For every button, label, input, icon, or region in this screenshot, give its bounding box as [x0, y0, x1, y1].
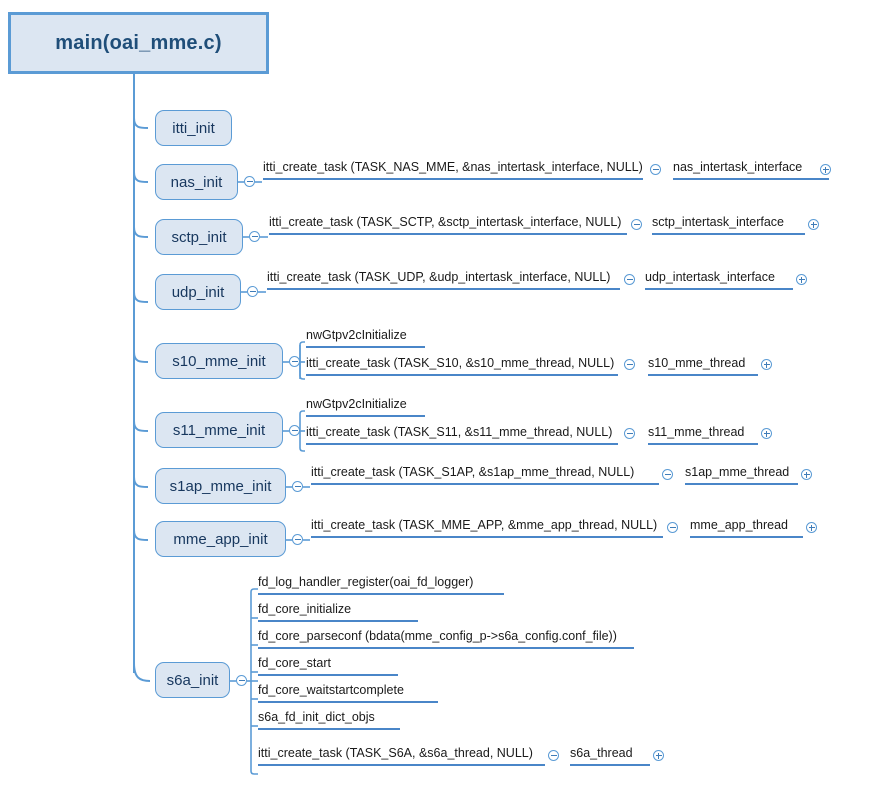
expand-toggle-udp-interface[interactable]: [796, 274, 807, 285]
collapse-toggle-s1ap-init[interactable]: [292, 481, 303, 492]
expand-toggle-sctp-interface[interactable]: [808, 219, 819, 230]
expand-toggle-s1ap-thread[interactable]: [801, 469, 812, 480]
leaf-s6a-fd-init-dict-objs[interactable]: s6a_fd_init_dict_objs: [258, 710, 400, 730]
leaf-s6a-fd-core-parseconf[interactable]: fd_core_parseconf (bdata(mme_config_p->s…: [258, 629, 634, 649]
node-label: nas_init: [170, 173, 223, 191]
node-s6a-init[interactable]: s6a_init: [155, 662, 230, 698]
node-mme-app-init[interactable]: mme_app_init: [155, 521, 286, 557]
collapse-toggle-s10-task[interactable]: [624, 359, 635, 370]
expand-toggle-s11-thread[interactable]: [761, 428, 772, 439]
collapse-toggle-s10-init[interactable]: [289, 356, 300, 367]
root-node-label: main(oai_mme.c): [55, 31, 222, 54]
node-label: itti_init: [172, 119, 215, 137]
collapse-toggle-s6a-init[interactable]: [236, 675, 247, 686]
leaf-udp-intertask-interface[interactable]: udp_intertask_interface: [645, 270, 793, 290]
collapse-toggle-mme-app-task[interactable]: [667, 522, 678, 533]
leaf-s1ap-create-task[interactable]: itti_create_task (TASK_S1AP, &s1ap_mme_t…: [311, 465, 659, 485]
node-sctp-init[interactable]: sctp_init: [155, 219, 243, 255]
leaf-s6a-thread[interactable]: s6a_thread: [570, 746, 650, 766]
collapse-toggle-nas-init[interactable]: [244, 176, 255, 187]
collapse-toggle-sctp-init[interactable]: [249, 231, 260, 242]
collapse-toggle-nas-task[interactable]: [650, 164, 661, 175]
leaf-nas-create-task[interactable]: itti_create_task (TASK_NAS_MME, &nas_int…: [263, 160, 643, 180]
leaf-s1ap-mme-thread[interactable]: s1ap_mme_thread: [685, 465, 798, 485]
leaf-nas-intertask-interface[interactable]: nas_intertask_interface: [673, 160, 829, 180]
node-label: mme_app_init: [173, 530, 268, 548]
collapse-toggle-udp-task[interactable]: [624, 274, 635, 285]
leaf-s6a-create-task[interactable]: itti_create_task (TASK_S6A, &s6a_thread,…: [258, 746, 545, 766]
expand-toggle-s10-thread[interactable]: [761, 359, 772, 370]
leaf-udp-create-task[interactable]: itti_create_task (TASK_UDP, &udp_interta…: [267, 270, 620, 290]
leaf-s6a-fd-core-initialize[interactable]: fd_core_initialize: [258, 602, 418, 622]
collapse-toggle-s11-task[interactable]: [624, 428, 635, 439]
root-node[interactable]: main(oai_mme.c): [8, 12, 269, 74]
node-udp-init[interactable]: udp_init: [155, 274, 241, 310]
leaf-s10-mme-thread[interactable]: s10_mme_thread: [648, 356, 758, 376]
collapse-toggle-s6a-task[interactable]: [548, 750, 559, 761]
collapse-toggle-sctp-task[interactable]: [631, 219, 642, 230]
leaf-s11-mme-thread[interactable]: s11_mme_thread: [648, 425, 758, 445]
expand-toggle-nas-interface[interactable]: [820, 164, 831, 175]
leaf-sctp-intertask-interface[interactable]: sctp_intertask_interface: [652, 215, 805, 235]
node-label: s11_mme_init: [172, 421, 266, 439]
node-itti-init[interactable]: itti_init: [155, 110, 232, 146]
node-label: s10_mme_init: [172, 352, 266, 370]
leaf-sctp-create-task[interactable]: itti_create_task (TASK_SCTP, &sctp_inter…: [269, 215, 627, 235]
node-label: udp_init: [171, 283, 225, 301]
leaf-s6a-fd-core-waitstartcomplete[interactable]: fd_core_waitstartcomplete: [258, 683, 438, 703]
leaf-s11-create-task[interactable]: itti_create_task (TASK_S11, &s11_mme_thr…: [306, 425, 618, 445]
expand-toggle-mme-app-thread[interactable]: [806, 522, 817, 533]
node-s10-mme-init[interactable]: s10_mme_init: [155, 343, 283, 379]
expand-toggle-s6a-thread[interactable]: [653, 750, 664, 761]
collapse-toggle-s11-init[interactable]: [289, 425, 300, 436]
leaf-mme-app-create-task[interactable]: itti_create_task (TASK_MME_APP, &mme_app…: [311, 518, 663, 538]
leaf-s10-create-task[interactable]: itti_create_task (TASK_S10, &s10_mme_thr…: [306, 356, 618, 376]
node-label: sctp_init: [171, 228, 227, 246]
node-label: s6a_init: [166, 671, 219, 689]
leaf-mme-app-thread[interactable]: mme_app_thread: [690, 518, 803, 538]
leaf-s10-nwgtpv2c-initialize[interactable]: nwGtpv2cInitialize: [306, 328, 425, 348]
collapse-toggle-mme-app-init[interactable]: [292, 534, 303, 545]
collapse-toggle-s1ap-task[interactable]: [662, 469, 673, 480]
leaf-s6a-fd-core-start[interactable]: fd_core_start: [258, 656, 398, 676]
node-nas-init[interactable]: nas_init: [155, 164, 238, 200]
collapse-toggle-udp-init[interactable]: [247, 286, 258, 297]
node-label: s1ap_mme_init: [169, 477, 272, 495]
node-s11-mme-init[interactable]: s11_mme_init: [155, 412, 283, 448]
leaf-s11-nwgtpv2c-initialize[interactable]: nwGtpv2cInitialize: [306, 397, 425, 417]
node-s1ap-mme-init[interactable]: s1ap_mme_init: [155, 468, 286, 504]
leaf-s6a-fd-log-handler-register[interactable]: fd_log_handler_register(oai_fd_logger): [258, 575, 504, 595]
